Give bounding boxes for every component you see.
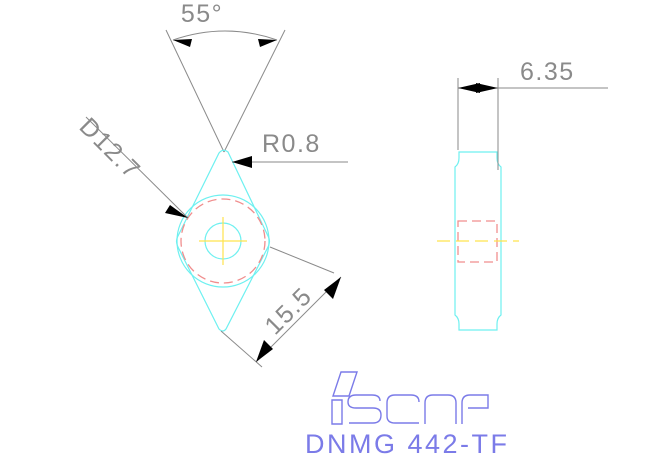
angle-dimension-label: 55°: [181, 0, 223, 28]
dim-6-35-arrow-left: [458, 83, 480, 93]
dim-15-5-arrow-upper: [324, 277, 341, 299]
angle-arrow-left: [173, 39, 192, 47]
angle-arrow-right: [258, 39, 277, 47]
inscribed-circle: [176, 194, 270, 288]
dim-15-5-ext-lower: [220, 330, 263, 368]
logo-letter-s: [347, 394, 382, 424]
angle-arc: [172, 30, 278, 41]
dimension-15-5: 15.5: [220, 246, 342, 368]
logo-dot-parallelogram: [332, 371, 358, 397]
angle-leg-right: [223, 29, 286, 153]
d12-7-label: D12.7: [74, 112, 146, 184]
side-profile-outline: [454, 151, 502, 331]
dim-15-5-ext-upper: [269, 246, 335, 274]
d12-7-leader-line: [85, 116, 189, 219]
logo-letter-a: [424, 394, 457, 424]
r0-8-label: R0.8: [262, 130, 321, 158]
dimension-angle-55: 55°: [165, 0, 286, 153]
r0-8-arrow: [232, 156, 252, 168]
logo-letter-r: [461, 394, 489, 424]
side-view: [437, 151, 519, 331]
logo-letter-c: [386, 394, 420, 424]
side-hidden-bore: [457, 220, 498, 263]
d12-7-arrow: [165, 205, 188, 218]
logo-letter-i: [331, 399, 343, 425]
dim-15-5-label: 15.5: [259, 282, 317, 340]
part-number-label: DNMG 442-TF: [305, 429, 510, 459]
dim-6-35-arrow-right: [476, 83, 498, 93]
dimension-6-35: 6.35: [457, 58, 608, 170]
hidden-seat-circle: [180, 198, 266, 284]
angle-leg-left: [165, 29, 225, 153]
dimension-d12-7: D12.7: [74, 112, 189, 219]
dim-15-5-arrow-lower: [256, 340, 273, 362]
dimension-r0-8: R0.8: [232, 130, 348, 168]
iscar-logo: [331, 371, 489, 425]
front-view: [175, 149, 271, 332]
dim-6-35-label: 6.35: [520, 58, 575, 86]
